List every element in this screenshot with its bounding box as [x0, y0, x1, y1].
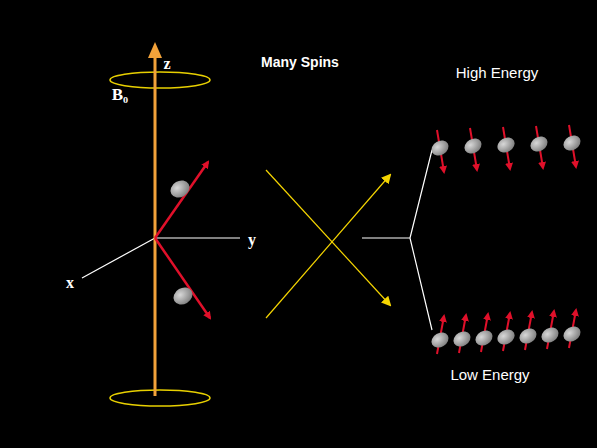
energy-label: Low Energy	[450, 366, 529, 383]
spin-particle	[167, 177, 192, 201]
transition-arrow	[266, 175, 390, 318]
axis-label: z	[163, 55, 170, 73]
spin-vector	[155, 162, 208, 238]
high-energy-spins	[429, 125, 584, 172]
axis-label: x	[66, 274, 74, 292]
energy-label: High Energy	[456, 64, 539, 81]
y-axis	[155, 237, 240, 238]
low-energy-spins	[429, 310, 584, 354]
field-arrowhead	[148, 42, 162, 58]
diagram-title: Many Spins	[261, 54, 339, 70]
field-axis	[154, 56, 157, 396]
field-label: B₀	[112, 85, 128, 105]
spin-particle	[170, 284, 195, 308]
precession-orbit	[110, 390, 210, 406]
spin-vector	[155, 238, 210, 318]
split-bracket	[362, 150, 432, 330]
axis-label: y	[248, 231, 256, 249]
x-axis	[82, 238, 155, 278]
